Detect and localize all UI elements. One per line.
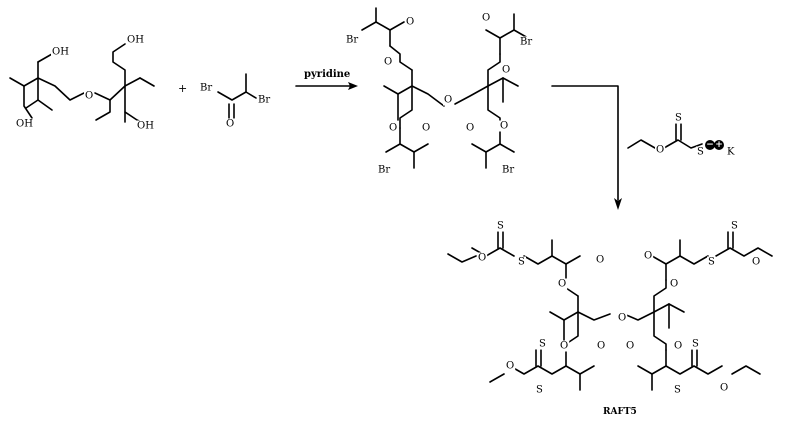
atom-s-ul: S	[518, 257, 525, 268]
molecule-raft5: O O S S O O O S S O O O O S S O O O S S …	[447, 220, 773, 396]
atom-o-carbonyl-ur: O	[644, 251, 652, 262]
atom-o-3: O	[482, 13, 490, 24]
atom-o-6: O	[422, 123, 430, 134]
molecule-bromopropionyl-bromide: Br O Br	[199, 73, 272, 130]
atom-s-ur: S	[708, 257, 715, 268]
atom-o-carbonyl-ll: O	[597, 341, 605, 352]
atom-br-3: Br	[378, 165, 390, 176]
reaction-arrow-2	[551, 85, 622, 210]
molecule-tetrabromoester: Br O O Br O O O O O Br O O Br	[345, 7, 534, 176]
atom-s-ll: S	[536, 385, 543, 396]
atom-s-thione: S	[675, 113, 682, 124]
atom-s-lr: S	[674, 385, 681, 396]
atom-oh-top-right: OH	[127, 35, 144, 46]
atom-s-thiolate: S	[697, 147, 704, 158]
reagent-label: pyridine	[304, 69, 350, 80]
atom-o-ester-lr: O	[674, 341, 682, 352]
atom-s-thione-ur: S	[731, 221, 738, 232]
atom-oh-bottom-right: OH	[137, 121, 154, 132]
reagent-potassium-ethyl-xanthate: O S S − + K	[627, 112, 736, 158]
atom-o-carbonyl: O	[226, 119, 234, 130]
atom-s-thione-lr: S	[692, 339, 699, 350]
atom-o-xanthate-ul: O	[478, 253, 486, 264]
atom-o-8: O	[500, 121, 508, 132]
atom-oh-top-left: OH	[52, 47, 69, 58]
atom-br-acyl: Br	[200, 83, 212, 94]
reaction-arrow-1	[295, 82, 358, 90]
atom-o-ether-product: O	[618, 313, 626, 324]
atom-o-ether-2: O	[444, 95, 452, 106]
atom-o-ester-ur: O	[670, 279, 678, 290]
molecule-ditrimethylolpropane: OH OH O OH OH	[9, 34, 156, 132]
atom-o-carbonyl-ul: O	[596, 255, 604, 266]
plus-sign: +	[178, 82, 187, 95]
atom-o-xanthate: O	[656, 145, 664, 156]
atom-o-ether: O	[85, 91, 93, 102]
atom-o-5: O	[389, 123, 397, 134]
atom-k: K	[727, 147, 735, 158]
atom-br-2: Br	[520, 37, 532, 48]
atom-br-alpha: Br	[258, 95, 270, 106]
negative-charge-symbol: −	[706, 140, 714, 150]
atom-o-ester-ul: O	[558, 279, 566, 290]
atom-o-xanthate-ll: O	[506, 361, 514, 372]
positive-charge-symbol: +	[715, 140, 723, 150]
atom-o-carbonyl-lr: O	[626, 341, 634, 352]
atom-o-1: O	[406, 17, 414, 28]
atom-br-4: Br	[502, 165, 514, 176]
atom-o-xanthate-ur: O	[752, 257, 760, 268]
atom-o-xanthate-lr: O	[720, 383, 728, 394]
atom-s-thione-ul: S	[497, 221, 504, 232]
atom-oh-bottom-left: OH	[16, 119, 33, 130]
atom-o-7: O	[466, 123, 474, 134]
atom-o-ester-ll: O	[560, 341, 568, 352]
atom-o-2: O	[384, 57, 392, 68]
product-name: RAFT5	[603, 407, 637, 417]
negative-charge-icon	[705, 140, 715, 150]
positive-charge-icon	[714, 140, 724, 150]
atom-s-thione-ll: S	[539, 339, 546, 350]
atom-br-1: Br	[346, 35, 358, 46]
atom-o-4: O	[502, 65, 510, 76]
